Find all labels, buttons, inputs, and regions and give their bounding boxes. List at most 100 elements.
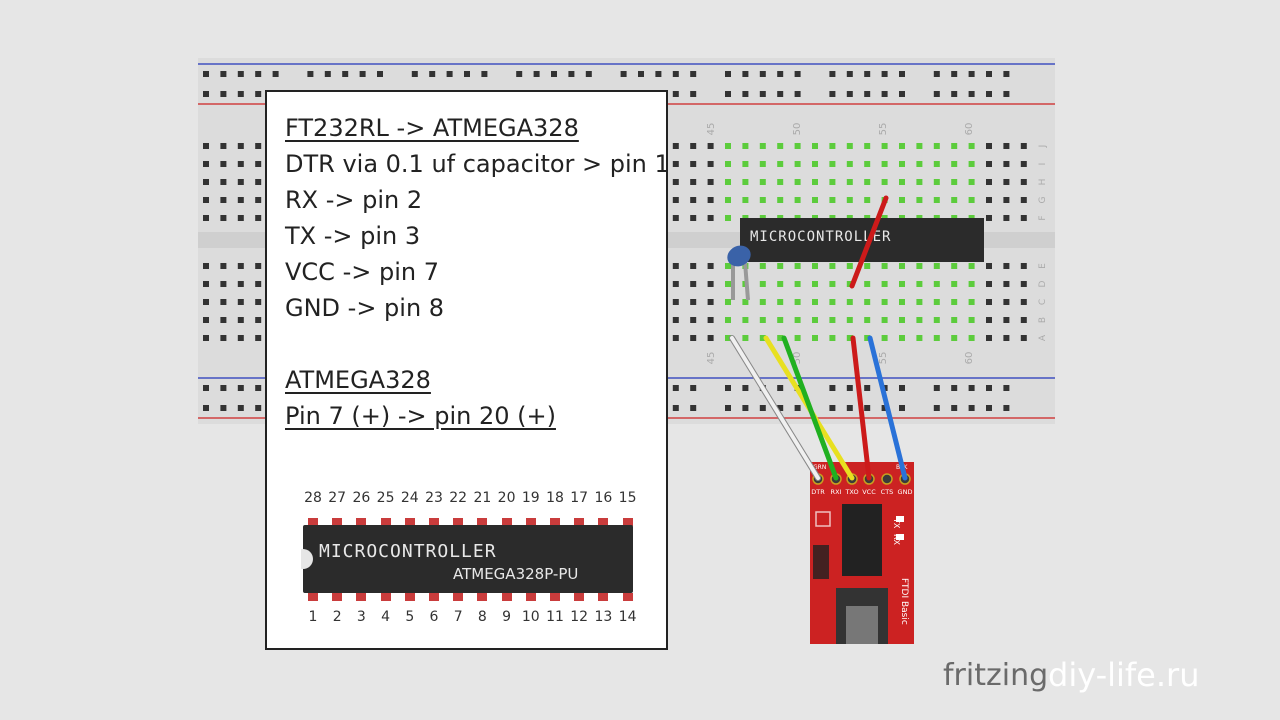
chip-pin-pad [501,593,512,601]
chip-pin-number-bottom: 1 [308,609,318,625]
chip-pin-pad [404,518,415,526]
chip-pin-number-top: 15 [618,490,637,506]
ftdi-pin-label: TXO [844,488,858,496]
wire-green[interactable] [781,335,839,481]
chip-pin-pad [332,593,343,601]
chip-pin-number-top: 27 [328,490,347,506]
chip-pin-number-bottom: 7 [453,609,463,625]
site-watermark: diy-life.ru [1048,656,1200,694]
chip-model: ATMEGA328P-PU [453,565,579,583]
chip-pin-pad [429,593,439,601]
chip-pin-pad [356,518,367,526]
chip-name: MICROCONTROLLER [319,541,497,562]
chip-pin-pad [453,593,464,601]
note-line-1: FT232RL -> ATMEGA328 [285,114,579,142]
note-line-8: Pin 7 (+) -> pin 20 (+) [285,402,556,430]
chip-pin-number-top: 17 [570,490,589,506]
column-label-bottom: 60 [964,352,975,365]
chip-pin-pad [525,593,536,601]
wire-blue[interactable] [867,335,908,481]
chip-pin-pad [525,518,536,526]
ftdi-led-label-tx: TX [892,517,901,529]
chip-pin-number-top: 19 [521,490,540,506]
chip-pin-number-top: 24 [400,490,419,506]
note-line-5: VCC -> pin 7 [285,258,439,286]
wires [729,195,908,481]
ftdi-pin[interactable] [881,473,893,485]
chip-pin-number-bottom: 9 [502,609,512,625]
ftdi-top-label-grn: GRN [813,464,826,471]
note-line-7: ATMEGA328 [285,366,431,394]
wire-red-jumper[interactable] [849,195,889,289]
chip-pin-pad [574,518,585,526]
ftdi-side-label: FTDI Basic [899,578,909,625]
row-label-top: H [1038,179,1048,186]
column-label-top: 50 [792,123,803,136]
chip-pin-pad [380,593,391,601]
chip-diagram: MICROCONTROLLER ATMEGA328P-PU [301,525,633,593]
wire-red-ftdi[interactable] [850,335,872,481]
chip-pin-pad [550,593,560,601]
chip-pin-number-top: 16 [594,490,613,506]
chip-pin-pad [598,593,609,601]
column-label-bottom: 50 [792,352,803,365]
note-line-6: GND -> pin 8 [285,294,445,322]
column-labels: 45 50 55 60 45 50 55 60 [706,123,975,365]
ftdi-pin-label: VCC [862,488,876,496]
chip-pin-number-bottom: 6 [429,609,439,625]
row-labels: J I H G F E D C B A [1038,145,1048,341]
note-line-2: DTR via 0.1 uf capacitor > pin 1 [285,150,670,178]
row-label-bottom: B [1038,317,1048,323]
column-label-top: 45 [706,123,717,136]
ftdi-pin-label: GND [898,488,913,496]
row-label-top: I [1038,163,1048,166]
chip-pin-number-top: 25 [376,490,395,506]
note-line-4: TX -> pin 3 [285,222,421,250]
chip-pin-number-top: 28 [304,490,322,506]
column-label-top: 55 [878,123,889,136]
chip-pin-pad [598,518,609,526]
chip-pin-pad [380,518,391,526]
chip-pin-number-bottom: 14 [618,609,637,625]
chip-pin-pad [356,593,367,601]
chip-pin-number-bottom: 8 [477,609,487,625]
fritzing-watermark: fritzing [943,658,1049,693]
chip-notch [301,549,313,569]
chip-pin-number-top: 20 [497,490,516,506]
chip-pin-pad [477,593,488,601]
chip-pin-pad [308,593,318,601]
ftdi-board[interactable]: FTDI Basic TX RX GRN BLK DTRRXITXOVCCCTS… [810,462,914,644]
chip-pin-pad [501,518,512,526]
chip-pin-number-top: 21 [473,490,492,506]
column-label-bottom: 55 [878,352,889,365]
chip-pin-number-bottom: 12 [570,609,589,625]
row-label-bottom: E [1038,263,1048,269]
row-label-top: J [1038,145,1048,149]
chip-pin-pad [429,518,439,526]
row-label-bottom: C [1038,299,1048,305]
chip-pin-pad [308,518,318,526]
row-label-top: F [1038,215,1048,220]
chip-pin-number-bottom: 3 [356,609,366,625]
column-label-top: 60 [964,123,975,136]
chip-pin-pad [622,518,633,526]
capacitor[interactable] [724,242,754,301]
column-label-bottom: 45 [706,352,717,365]
chip-pin-number-top: 23 [425,490,443,506]
chip-pin-pad [332,518,343,526]
chip-pin-pad [622,593,633,601]
chip-pin-number-top: 26 [352,490,371,506]
chip-pin-number-bottom: 2 [332,609,342,625]
chip-pin-pad [477,518,488,526]
row-label-top: G [1038,196,1048,203]
chip-pin-number-bottom: 4 [381,609,391,625]
chip-pin-pad [404,593,415,601]
chip-pin-number-bottom: 13 [594,609,613,625]
ftdi-pin-label: RXI [831,488,842,496]
chip-pin-number-bottom: 5 [405,609,415,625]
ftdi-pin-label: DTR [811,488,825,496]
row-label-bottom: D [1038,280,1048,287]
row-label-bottom: A [1038,334,1048,341]
breadboard-chip-label: MICROCONTROLLER [750,229,891,245]
chip-pin-pad [550,518,560,526]
